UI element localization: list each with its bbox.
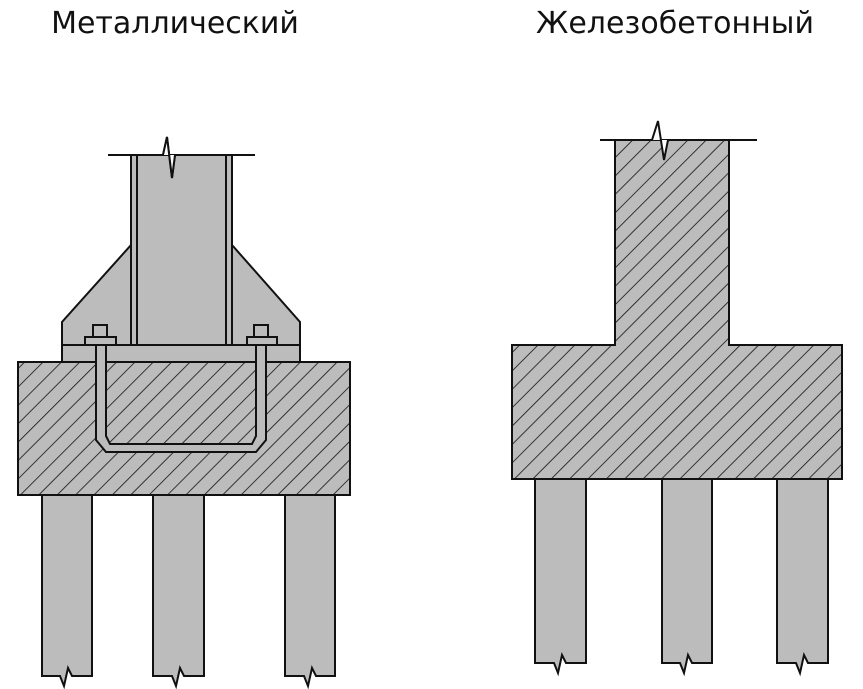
pile-middle — [152, 486, 205, 689]
metal-grillage — [17, 136, 351, 689]
break-line — [600, 120, 757, 161]
steel-column — [130, 154, 233, 346]
pile-left — [534, 469, 587, 677]
pile-middle — [661, 469, 713, 677]
pile-right — [776, 469, 829, 677]
bolt-nut-right — [246, 324, 278, 346]
pile-left — [41, 486, 93, 689]
concrete-slab — [17, 361, 351, 496]
pile-right — [284, 486, 336, 689]
concrete-column-and-slab — [511, 139, 843, 480]
concrete-grillage — [511, 120, 843, 677]
bolt-nut-left — [84, 324, 117, 346]
title-metal: Металлический — [51, 6, 299, 41]
title-reinforced-concrete: Железобетонный — [536, 6, 814, 41]
